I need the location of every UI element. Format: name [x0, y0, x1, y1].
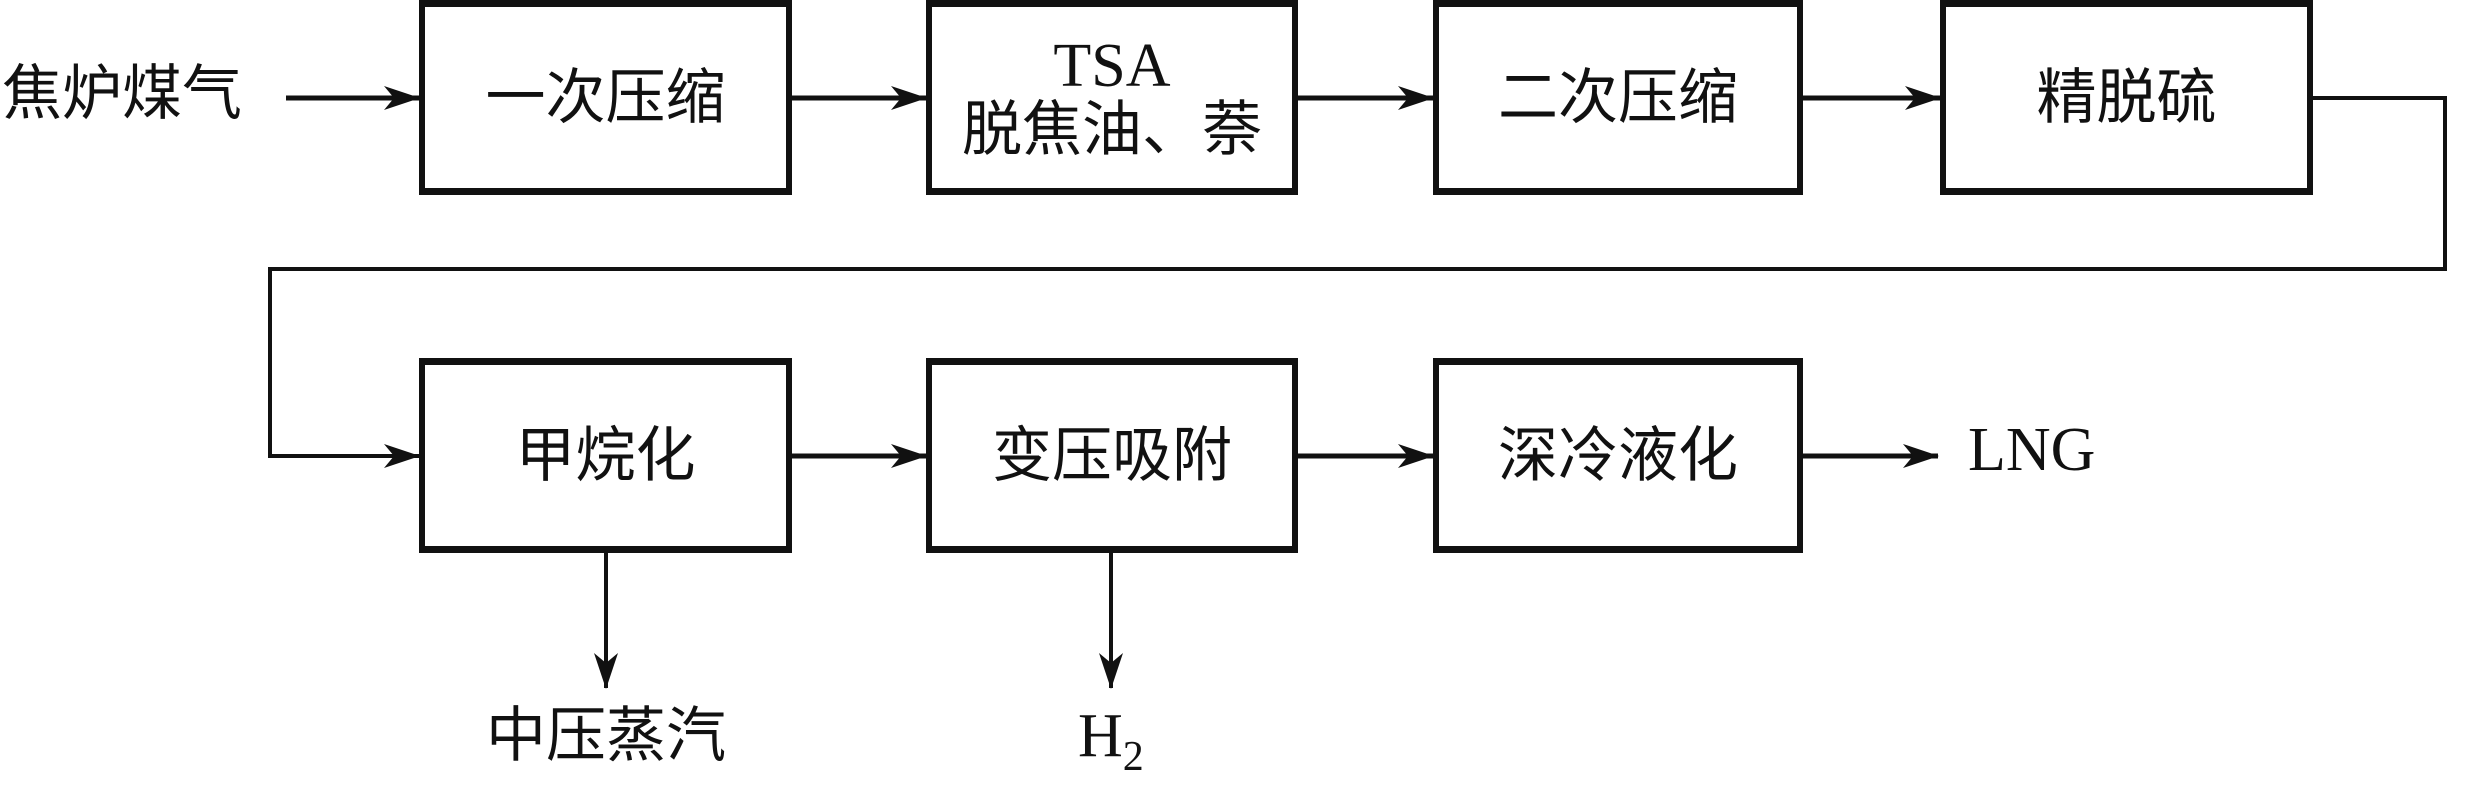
- hydrogen-subscript: 2: [1122, 734, 1144, 780]
- process-label: 二次压缩: [1498, 62, 1738, 133]
- process-label: 一次压缩: [485, 62, 726, 133]
- process-label: 深冷液化: [1498, 420, 1738, 491]
- process-label: 脱焦油、萘: [962, 94, 1262, 165]
- process-label: 变压吸附: [992, 420, 1232, 491]
- output-label-hydrogen: H2: [1078, 702, 1144, 778]
- process-box-primary-compression: 一次压缩: [419, 0, 792, 195]
- process-box-cryogenic-liquefaction: 深冷液化: [1433, 358, 1803, 553]
- input-label-coke-oven-gas: 焦炉煤气: [2, 59, 242, 129]
- arrow-desulfurization-to-methanation: [268, 96, 2447, 468]
- process-label: 精脱硫: [2036, 62, 2217, 133]
- process-label: 甲烷化: [515, 420, 696, 491]
- process-label-tsa: TSA: [1053, 31, 1171, 100]
- process-box-pressure-swing-adsorption: 变压吸附: [926, 358, 1298, 553]
- output-label-lng: LNG: [1968, 416, 2096, 484]
- output-label-medium-pressure-steam: 中压蒸汽: [486, 701, 726, 771]
- process-box-tsa-detar: TSA 脱焦油、萘: [926, 0, 1298, 195]
- process-box-methanation: 甲烷化: [419, 358, 792, 553]
- process-box-fine-desulfurization: 精脱硫: [1940, 0, 2313, 195]
- hydrogen-symbol: H: [1078, 702, 1123, 770]
- process-box-secondary-compression: 二次压缩: [1433, 0, 1803, 195]
